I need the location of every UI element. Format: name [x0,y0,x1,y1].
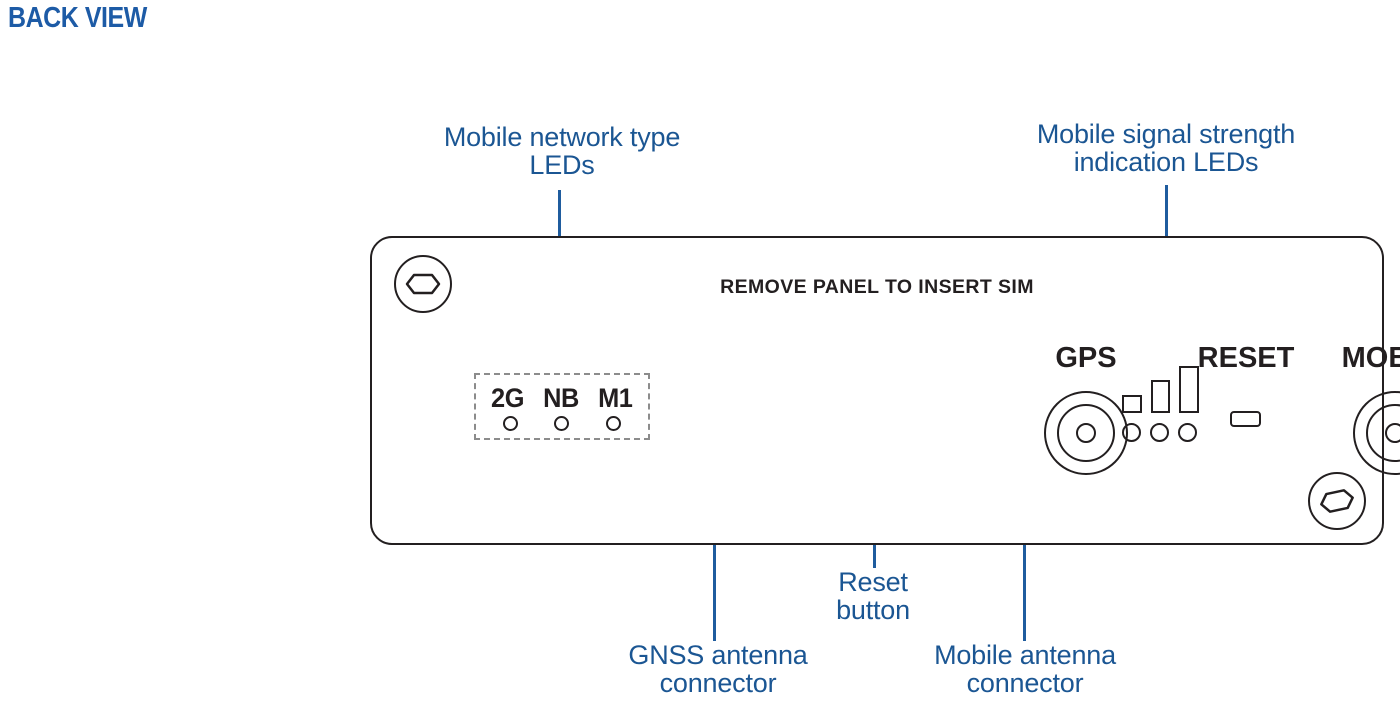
network-type-led-group: 2G NB M1 [474,373,650,440]
page-title: BACK VIEW [8,2,147,34]
hex-socket-icon [405,273,441,295]
signal-bar-1 [1122,395,1142,413]
network-led-label-nb: NB [543,382,580,413]
port-label-mobile: MOBILE [1341,342,1400,374]
signal-bar-3 [1179,366,1199,413]
screw-bottom-right [1308,472,1366,530]
signal-strength-bars-icon [1122,366,1206,413]
coax-middle-ring [1057,404,1115,462]
callout-label-mobile-antenna-connector: Mobile antenna connector [934,640,1116,698]
callout-label-gnss-antenna-connector: GNSS antenna connector [628,640,808,698]
signal-strength-indicator [1122,366,1206,442]
signal-led-2 [1150,423,1169,442]
callout-label-mobile-network-type-leds: Mobile network type LEDs [443,122,681,180]
sim-instruction-text: REMOVE PANEL TO INSERT SIM [720,276,1034,298]
port-label-gps: GPS [1055,342,1117,374]
signal-led-3 [1178,423,1197,442]
port-label-reset: RESET [1197,342,1295,374]
gnss-antenna-connector[interactable] [1044,391,1128,475]
leader-line-mobile-connector [1023,469,1026,641]
device-back-panel: REMOVE PANEL TO INSERT SIM GPS RESET MOB… [370,236,1400,545]
signal-led-1 [1122,423,1141,442]
network-led-label-m1: M1 [598,382,633,413]
callout-label-reset-button: Reset button [836,567,910,625]
coax-center-pin [1385,423,1400,443]
network-type-led-labels: 2G NB M1 [476,383,648,414]
coax-center-pin [1076,423,1096,443]
network-led-label-2g: 2G [491,382,525,413]
led-indicator-nb [554,415,570,431]
reset-button[interactable] [1230,411,1261,427]
callout-label-mobile-signal-strength-leds: Mobile signal strength indication LEDs [1036,119,1296,177]
signal-bar-2 [1151,380,1170,413]
mobile-antenna-connector[interactable] [1353,391,1400,475]
network-type-led-dots [476,414,648,431]
led-indicator-m1 [605,415,621,431]
hex-socket-icon [1320,489,1354,513]
screw-top-left [394,255,452,313]
leader-line-gnss-connector [713,469,716,641]
led-indicator-2g [503,415,519,431]
signal-strength-led-dots [1122,423,1206,442]
